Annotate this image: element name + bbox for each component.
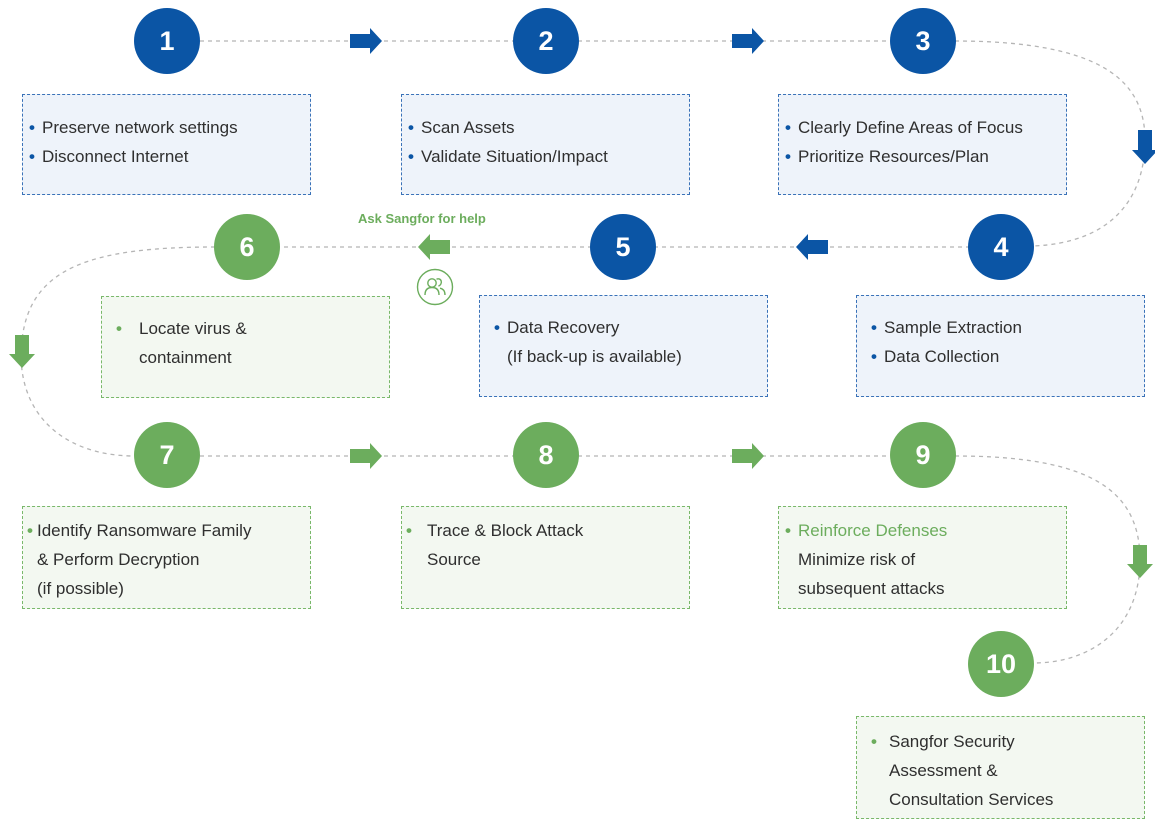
step-8-box: •Trace & Block Attack Source (401, 506, 690, 609)
step-10-line: Consultation Services (889, 790, 1054, 809)
step-1-line: •Disconnect Internet (29, 147, 189, 166)
step-8-circle: 8 (513, 422, 579, 488)
step-8-line: Source (427, 550, 481, 569)
step-2-line: •Validate Situation/Impact (408, 147, 608, 166)
step-3-line: •Prioritize Resources/Plan (785, 147, 989, 166)
step-10-line: •Sangfor Security (871, 732, 1015, 751)
step-10-box: •Sangfor Security Assessment & Consultat… (856, 716, 1145, 819)
step-5-box: •Data Recovery (If back-up is available) (479, 295, 768, 397)
step-7-line: •Identify Ransomware Family (27, 521, 252, 540)
step-4-box: •Sample Extraction •Data Collection (856, 295, 1145, 397)
step-9-line: Minimize risk of (798, 550, 916, 569)
ask-sangfor-label: Ask Sangfor for help (358, 211, 486, 226)
step-5-circle: 5 (590, 214, 656, 280)
step-2-line: •Scan Assets (408, 118, 515, 137)
step-3-box: •Clearly Define Areas of Focus •Prioriti… (778, 94, 1067, 195)
step-2-box: •Scan Assets •Validate Situation/Impact (401, 94, 690, 195)
step-6-box: •Locate virus & containment (101, 296, 390, 398)
step-6-line: •Locate virus & (116, 319, 247, 338)
step-9-box: •Reinforce Defenses Minimize risk of sub… (778, 506, 1067, 609)
step-10-line: Assessment & (889, 761, 998, 780)
step-8-line: •Trace & Block Attack (406, 521, 584, 540)
step-3-circle: 3 (890, 8, 956, 74)
step-4-circle: 4 (968, 214, 1034, 280)
flow-arrows (9, 28, 1155, 578)
step-7-line: (if possible) (37, 579, 124, 598)
step-4-line: •Data Collection (871, 347, 1000, 366)
step-1-line: •Preserve network settings (29, 118, 238, 137)
step-10-circle: 10 (968, 631, 1034, 697)
step-9-circle: 9 (890, 422, 956, 488)
step-6-circle: 6 (214, 214, 280, 280)
step-6-line: containment (139, 348, 232, 367)
step-5-line: •Data Recovery (494, 318, 620, 337)
step-4-line: •Sample Extraction (871, 318, 1022, 337)
step-9-line: subsequent attacks (798, 579, 945, 598)
step-2-circle: 2 (513, 8, 579, 74)
step-9-line: •Reinforce Defenses (785, 521, 948, 540)
people-icon (416, 268, 454, 306)
step-7-box: •Identify Ransomware Family & Perform De… (22, 506, 311, 609)
step-1-circle: 1 (134, 8, 200, 74)
step-7-circle: 7 (134, 422, 200, 488)
step-1-box: •Preserve network settings •Disconnect I… (22, 94, 311, 195)
step-5-line: (If back-up is available) (507, 347, 682, 366)
step-7-line: & Perform Decryption (37, 550, 200, 569)
step-3-line: •Clearly Define Areas of Focus (785, 118, 1023, 137)
